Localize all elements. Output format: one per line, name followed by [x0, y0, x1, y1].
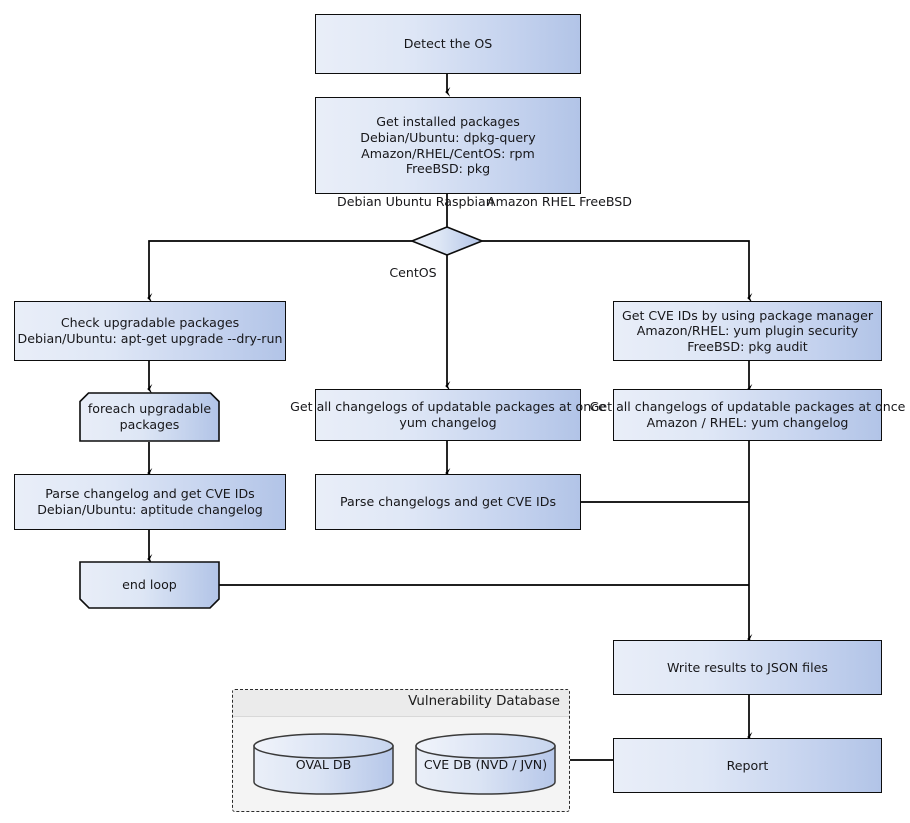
- foreach-loop-shape: [79, 392, 220, 442]
- database-cylinder-icon: [253, 733, 394, 795]
- edge-label-branch-debian-3: Raspbian: [435, 194, 494, 209]
- node-parse-changelog-debian-line-2: Debian/Ubuntu: aptitude changelog: [37, 502, 263, 517]
- node-parse-changelogs-centos[interactable]: Parse changelogs and get CVE IDs: [315, 474, 581, 530]
- edge-label-branch-amazon-2: RHEL: [541, 194, 576, 209]
- node-os-decision-diamond[interactable]: [409, 226, 485, 256]
- node-get-installed-packages[interactable]: Get installed packages Debian/Ubuntu: dp…: [315, 97, 581, 194]
- node-get-all-changelogs-amazon-rhel[interactable]: Get all changelogs of updatable packages…: [590, 389, 905, 441]
- node-get-installed-packages-line-2: Debian/Ubuntu: dpkg-query: [360, 129, 536, 145]
- end-loop-shape: [79, 561, 220, 609]
- node-changelogs-amazon-line-1: Get all changelogs of updatable packages…: [589, 399, 906, 415]
- node-detect-the-os-label: Detect the OS: [403, 36, 493, 52]
- db-oval[interactable]: OVAL DB: [253, 733, 394, 795]
- edge-decision-right: [482, 240, 749, 298]
- node-check-upgradable-packages[interactable]: Check upgradable packages Debian/Ubuntu:…: [14, 301, 286, 361]
- node-report[interactable]: Report: [613, 738, 882, 793]
- node-parse-changelog-debian-line-1: Parse changelog and get CVE IDs: [45, 486, 255, 502]
- node-changelogs-centos-line-2: yum changelog: [399, 415, 497, 430]
- edge-label-branch-amazon: Amazon RHEL FreeBSD: [487, 194, 632, 209]
- node-end-loop[interactable]: end loop: [79, 561, 220, 609]
- os-decision-shape: [409, 226, 485, 256]
- node-report-label: Report: [726, 757, 769, 773]
- node-get-cve-ids-line-1: Get CVE IDs by using package manager: [621, 307, 874, 323]
- node-get-cve-ids-package-manager[interactable]: Get CVE IDs by using package manager Ama…: [613, 301, 882, 361]
- node-get-cve-ids-line-2: Amazon/RHEL: yum plugin security: [636, 323, 859, 339]
- node-changelogs-centos-line-1: Get all changelogs of updatable packages…: [290, 399, 606, 415]
- edge-label-branch-amazon-3: FreeBSD: [579, 194, 632, 209]
- edge-label-branch-debian-2: Ubuntu: [385, 194, 432, 209]
- edge-label-branch-amazon-1: Amazon: [487, 194, 538, 209]
- edge-label-branch-debian: Debian Ubuntu Raspbian: [337, 194, 494, 209]
- node-check-upgradable-line-2: Debian/Ubuntu: apt-get upgrade --dry-run: [17, 331, 283, 346]
- node-check-upgradable-line-1: Check upgradable packages: [60, 315, 240, 331]
- node-foreach-upgradable-packages[interactable]: foreach upgradable packages: [79, 392, 220, 442]
- node-end-loop-label: end loop: [122, 577, 177, 593]
- node-write-results-label: Write results to JSON files: [667, 659, 828, 675]
- node-parse-changelogs-centos-label: Parse changelogs and get CVE IDs: [339, 494, 557, 510]
- group-title-vulnerability-database: Vulnerability Database: [408, 694, 560, 709]
- node-detect-the-os[interactable]: Detect the OS: [315, 14, 581, 74]
- node-get-installed-packages-line-1: Get installed packages: [376, 114, 520, 130]
- edge-decision-left: [149, 240, 412, 298]
- group-vulnerability-database: Vulnerability Database O: [232, 689, 570, 812]
- node-write-results-json[interactable]: Write results to JSON files: [613, 640, 882, 695]
- node-get-cve-ids-line-3: FreeBSD: pkg audit: [687, 338, 808, 354]
- node-get-installed-packages-line-3: Amazon/RHEL/CentOS: rpm: [361, 145, 535, 161]
- database-cylinder-icon: [415, 733, 556, 795]
- node-parse-changelog-debian[interactable]: Parse changelog and get CVE IDs Debian/U…: [14, 474, 286, 530]
- node-get-all-changelogs-centos[interactable]: Get all changelogs of updatable packages…: [290, 389, 606, 441]
- group-title-bar: [233, 690, 569, 717]
- node-foreach-line-2: upgradable packages: [119, 401, 212, 432]
- edge-label-branch-centos-1: CentOS: [389, 265, 437, 280]
- node-changelogs-amazon-line-2: Amazon / RHEL: yum changelog: [646, 415, 849, 430]
- db-oval-label: OVAL DB: [295, 757, 352, 772]
- edge-label-branch-debian-1: Debian: [337, 194, 382, 209]
- db-cve-label: CVE DB (NVD / JVN): [423, 757, 548, 772]
- db-cve[interactable]: CVE DB (NVD / JVN): [415, 733, 556, 795]
- node-get-installed-packages-line-4: FreeBSD: pkg: [405, 161, 491, 177]
- edge-label-branch-centos: CentOS: [379, 265, 447, 280]
- node-foreach-line-1: foreach: [87, 401, 136, 417]
